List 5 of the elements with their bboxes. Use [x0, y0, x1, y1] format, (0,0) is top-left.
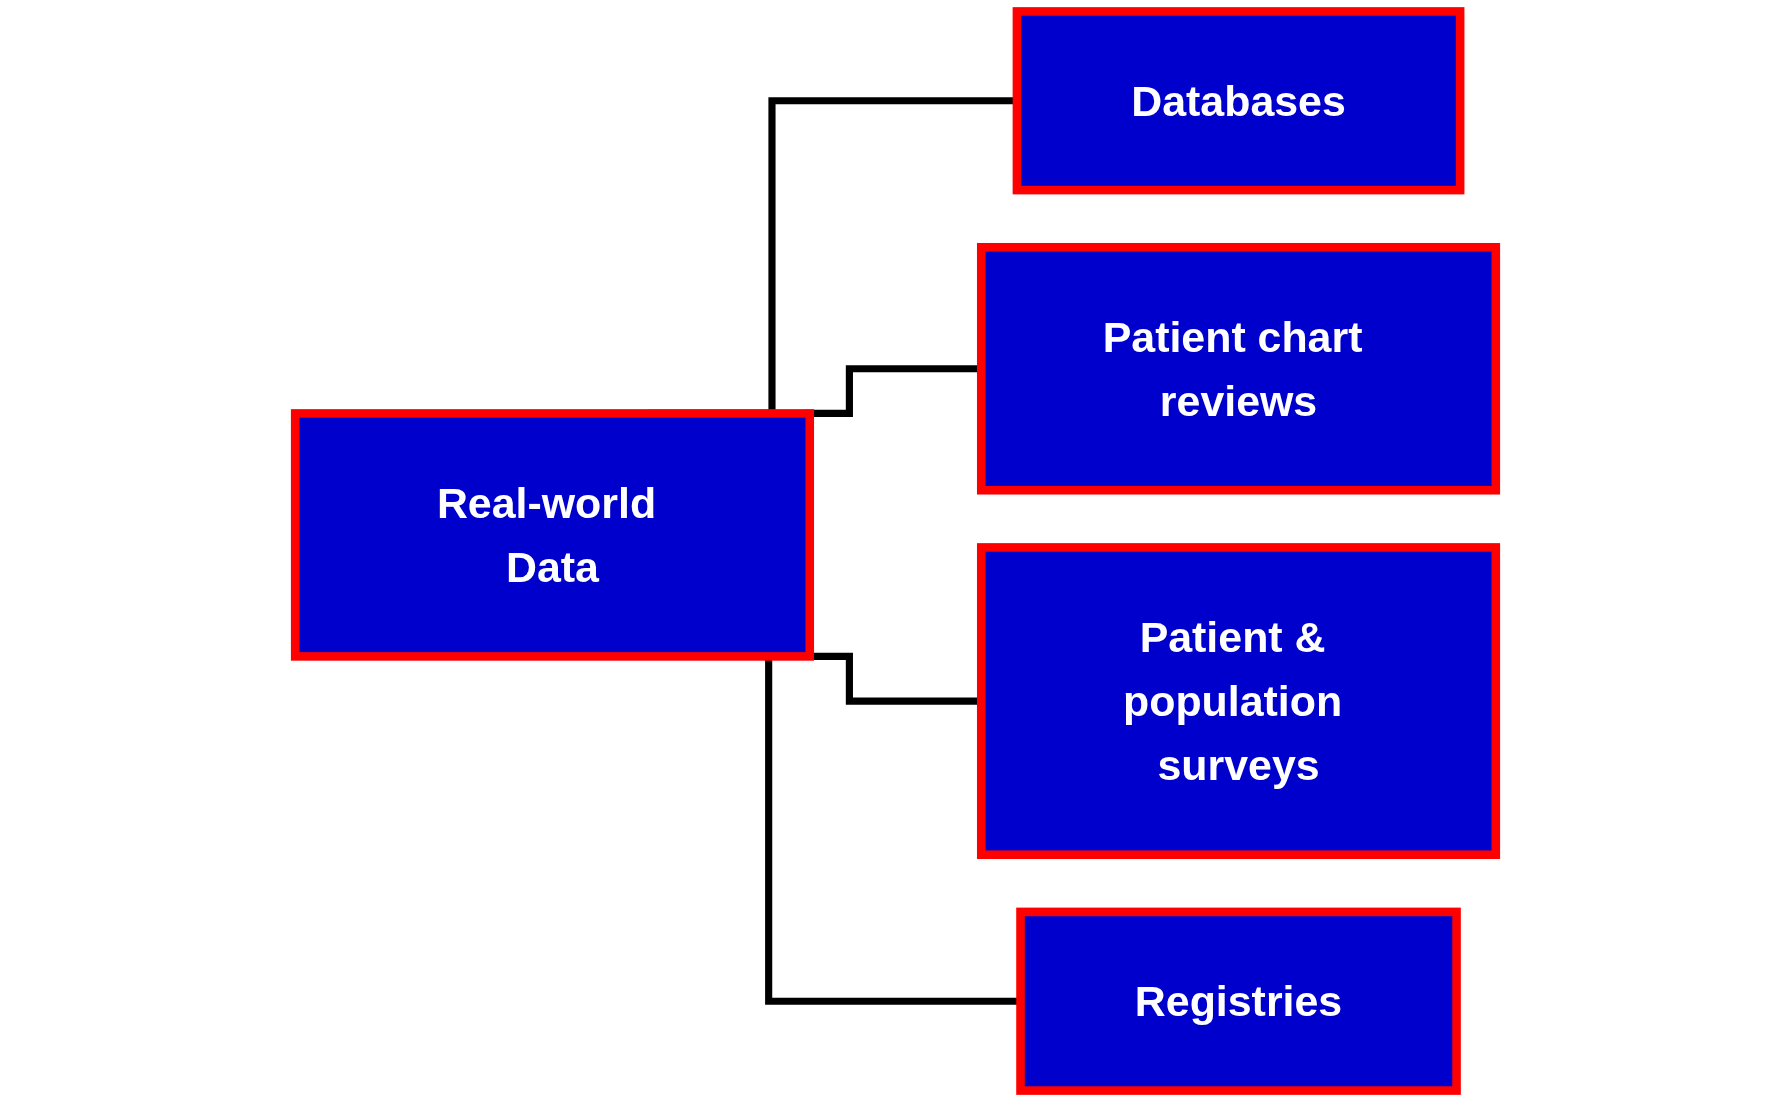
node-box: Databases	[1012, 7, 1465, 195]
node-box: Patient & population surveys	[976, 543, 1501, 859]
node-box: Registries	[1016, 907, 1461, 1095]
node-box: Real-world Data	[290, 409, 815, 661]
node-box: Patient chart reviews	[976, 243, 1501, 495]
